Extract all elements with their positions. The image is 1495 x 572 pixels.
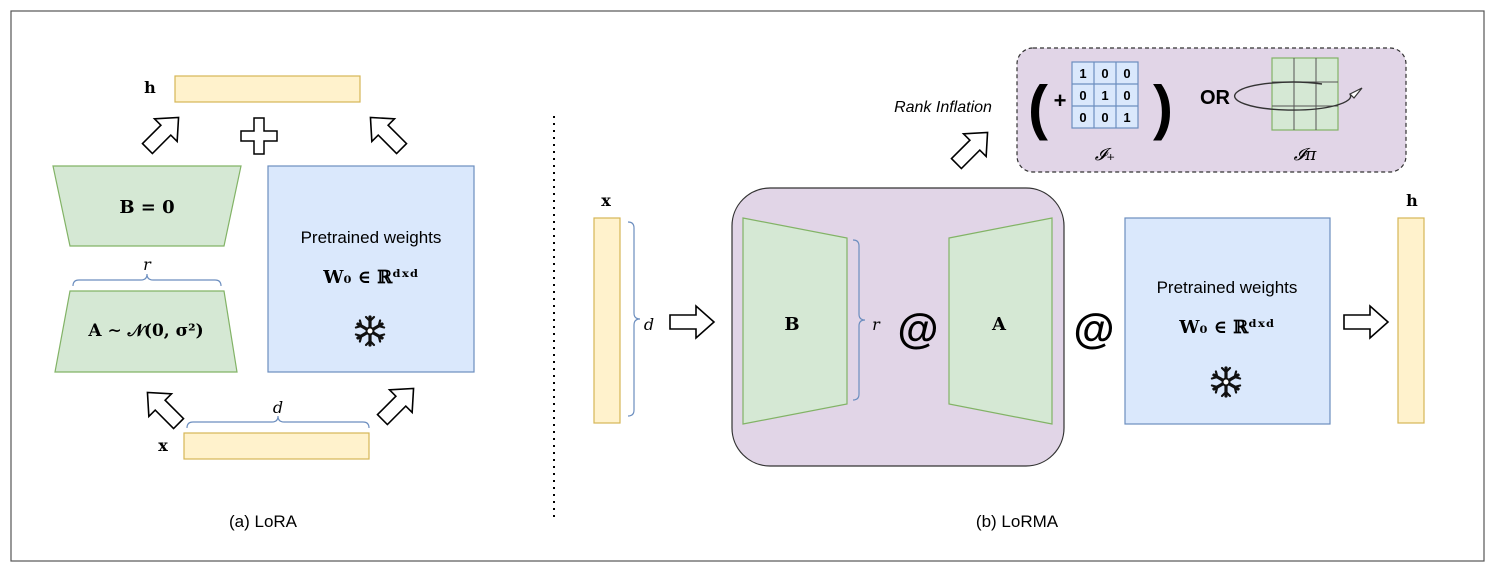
panel-b-r-label: r — [872, 315, 881, 334]
identity-cell-0-0: 1 — [1079, 66, 1086, 81]
panel-a-h-label: h — [144, 78, 156, 97]
panel-b-b-label: B — [784, 314, 799, 335]
panel-a-b-matrix — [52, 165, 242, 247]
panel-b-d-brace — [627, 221, 641, 417]
panel-b-a-label: A — [991, 314, 1007, 335]
panel-a-a-matrix — [54, 290, 238, 373]
panel-b-matmul-2: @ — [1074, 305, 1115, 352]
plus-icon — [240, 117, 278, 155]
panel-b-h-label: h — [1406, 191, 1418, 210]
panel-b-output-bar — [1397, 217, 1425, 424]
panel-a-d-brace — [186, 415, 370, 429]
panel-a-output-bar — [174, 75, 361, 103]
panel-b-b-matrix — [742, 217, 848, 425]
panel-b-rank-inflation-label: Rank Inflation — [894, 99, 992, 116]
panel-a-r-label: r — [143, 255, 152, 274]
panel-b-matmul-1: @ — [898, 305, 939, 352]
panel-b-pretrained-formula: W₀ ∈ ℝᵈˣᵈ — [1178, 317, 1274, 338]
rotation-arrow-icon — [1234, 81, 1363, 111]
identity-matrix: 1 0 0 0 1 0 0 0 1 — [1071, 61, 1139, 129]
identity-cell-0-1: 0 — [1101, 66, 1108, 81]
panel-b-d-label: d — [644, 315, 654, 334]
panel-b-a-matrix — [948, 217, 1053, 425]
panel-a-caption: (a) LoRA — [229, 512, 298, 531]
identity-cell-2-2: 1 — [1123, 110, 1130, 125]
panel-a-a-label: A ∼ 𝒩(0, σ²) — [87, 321, 203, 341]
panel-a-d-label: d — [273, 398, 283, 417]
panel-b-or-label: OR — [1200, 87, 1231, 109]
identity-label: 𝓘₊ — [1095, 145, 1115, 165]
panel-a-b-label: B = 0 — [119, 197, 174, 218]
permutation-matrix — [1271, 57, 1339, 131]
identity-cell-2-1: 0 — [1101, 110, 1108, 125]
panel-b-caption: (b) LoRMA — [976, 512, 1059, 531]
panel-b-r-brace — [852, 239, 866, 401]
panel-b-right-paren: ) — [1153, 74, 1173, 141]
panel-a-input-bar — [183, 432, 370, 460]
panel-b-x-label: x — [601, 191, 611, 210]
panel-a-x-label: x — [158, 436, 168, 455]
identity-cell-1-2: 0 — [1123, 88, 1130, 103]
panel-a-r-brace — [72, 273, 222, 287]
panel-b-lorma: x d B r @ A @ Pretrained weights W₀ ∈ ℝᵈ… — [593, 47, 1425, 531]
panel-b-left-paren: ( — [1028, 74, 1048, 141]
panel-b-plus-sign: + — [1054, 88, 1067, 113]
permutation-label: 𝓘π — [1294, 145, 1317, 165]
panel-a-lora: h B = 0 r A ∼ 𝒩(0, σ²) Pretrained weight… — [52, 75, 475, 531]
panel-b-pretrained-title: Pretrained weights — [1157, 278, 1298, 297]
identity-cell-0-2: 0 — [1123, 66, 1130, 81]
panel-a-pretrained-formula: W₀ ∈ ℝᵈˣᵈ — [322, 267, 418, 288]
panel-b-input-bar — [593, 217, 621, 424]
identity-cell-2-0: 0 — [1079, 110, 1086, 125]
panel-a-pretrained-title: Pretrained weights — [301, 228, 442, 247]
identity-cell-1-1: 1 — [1101, 88, 1108, 103]
identity-cell-1-0: 0 — [1079, 88, 1086, 103]
